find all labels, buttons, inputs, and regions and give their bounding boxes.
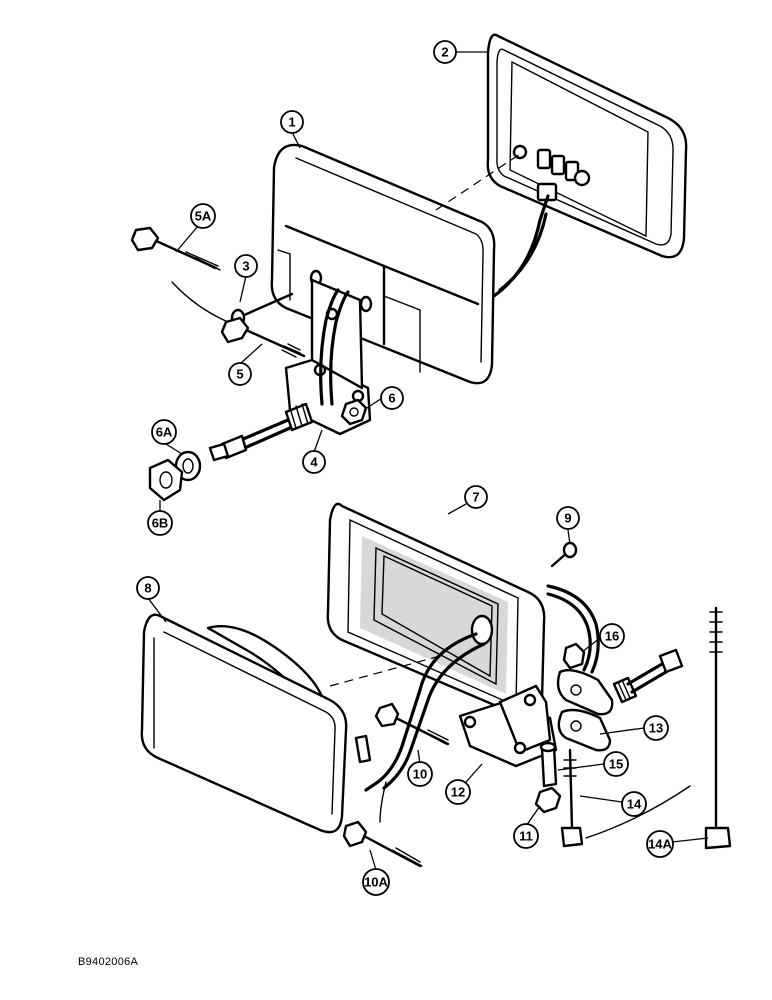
svg-text:15: 15 xyxy=(609,757,623,772)
bolt-5 xyxy=(220,316,306,358)
svg-text:12: 12 xyxy=(451,785,465,800)
callout-2: 2 xyxy=(433,40,457,64)
wire-harness-lower xyxy=(364,632,478,792)
svg-text:10A: 10A xyxy=(364,875,388,890)
callout-7: 7 xyxy=(464,485,488,509)
nut-11 xyxy=(534,786,562,814)
svg-text:7: 7 xyxy=(472,490,479,505)
svg-text:14: 14 xyxy=(627,797,642,812)
callout-10: 10 xyxy=(407,761,433,787)
bolt-10 xyxy=(374,702,450,746)
svg-text:10: 10 xyxy=(413,767,427,782)
callout-6A: 6A xyxy=(151,419,177,445)
bolt-14 xyxy=(560,748,584,848)
alignment-line-upper xyxy=(435,153,521,211)
lamp-lens-lower xyxy=(140,613,348,834)
nut-6 xyxy=(340,398,368,426)
callout-6: 6 xyxy=(380,386,404,410)
callout-14A: 14A xyxy=(646,830,674,858)
svg-text:8: 8 xyxy=(144,581,151,596)
wire-pigtail-upper xyxy=(208,402,314,462)
callout-1: 1 xyxy=(280,110,304,134)
wire-pigtail-lower xyxy=(612,648,684,704)
bolt-14A xyxy=(704,606,732,850)
spacer-15 xyxy=(539,741,558,788)
lamp-housing-upper xyxy=(270,143,496,385)
nut-6B xyxy=(148,458,184,502)
nut-16 xyxy=(562,642,586,670)
svg-text:1: 1 xyxy=(288,115,295,130)
callout-5: 5 xyxy=(228,362,252,386)
svg-text:5: 5 xyxy=(236,367,243,382)
svg-text:6: 6 xyxy=(388,391,395,406)
bolt-10A xyxy=(342,820,423,868)
callout-15: 15 xyxy=(603,751,629,777)
svg-text:5A: 5A xyxy=(195,209,212,224)
bolt-5A xyxy=(130,226,221,271)
callout-5A: 5A xyxy=(190,203,216,229)
svg-text:13: 13 xyxy=(649,721,663,736)
callout-4: 4 xyxy=(302,450,326,474)
callout-6B: 6B xyxy=(147,510,173,536)
svg-text:4: 4 xyxy=(310,455,318,470)
callout-14: 14 xyxy=(621,791,647,817)
svg-text:11: 11 xyxy=(519,829,533,844)
callout-16: 16 xyxy=(599,623,625,649)
svg-text:6A: 6A xyxy=(156,425,173,440)
screw-9 xyxy=(550,541,578,568)
callout-3: 3 xyxy=(234,254,258,278)
mounting-bracket-12 xyxy=(458,684,558,768)
svg-text:3: 3 xyxy=(242,259,249,274)
wire-harness-upper xyxy=(492,194,550,298)
swivel-bracket-13 xyxy=(556,669,614,752)
svg-text:16: 16 xyxy=(605,629,619,644)
callout-13: 13 xyxy=(643,715,669,741)
callout-8: 8 xyxy=(136,576,160,600)
callout-11: 11 xyxy=(513,823,539,849)
callout-12: 12 xyxy=(445,779,471,805)
svg-text:2: 2 xyxy=(441,45,448,60)
svg-text:6B: 6B xyxy=(152,516,169,531)
svg-text:9: 9 xyxy=(564,511,571,526)
callout-10A: 10A xyxy=(362,868,390,896)
callout-leaders xyxy=(147,51,709,871)
callout-9: 9 xyxy=(556,506,580,530)
figure-code: B9402006A xyxy=(78,956,139,968)
svg-text:14A: 14A xyxy=(648,837,672,852)
lamp-lens-upper xyxy=(486,33,688,259)
